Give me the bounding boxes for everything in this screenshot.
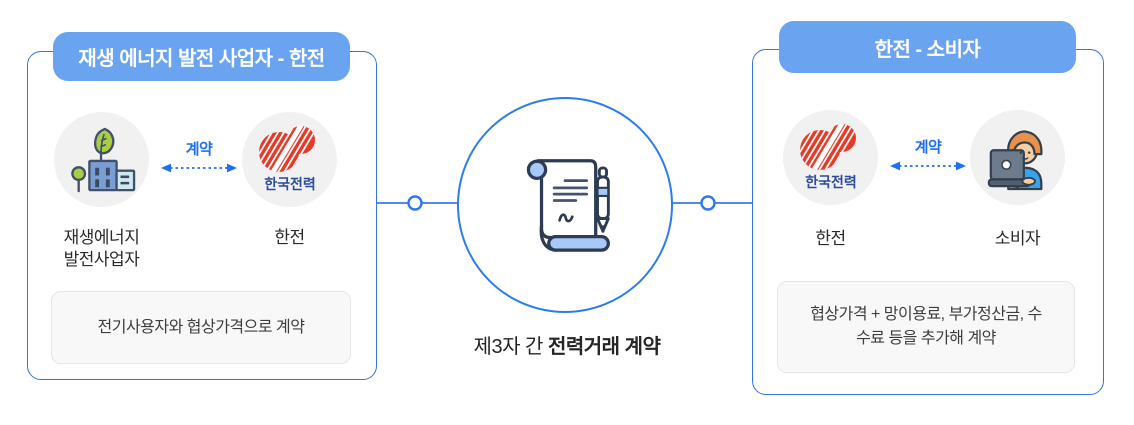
kepco-consumer-note: 협상가격 + 망이용료, 부가정산금, 수 수료 등을 추가해 계약 bbox=[777, 281, 1075, 373]
kepco-circle-left: 한국전력 bbox=[242, 112, 337, 207]
connector-node-left bbox=[407, 195, 423, 211]
double-arrow-dashed-icon bbox=[890, 161, 966, 171]
kepco-logo-text: 한국전력 bbox=[264, 176, 316, 192]
kepco-circle-right: 한국전력 bbox=[783, 110, 878, 205]
kepco-logo-icon: 한국전력 bbox=[258, 125, 316, 192]
kepco-consumer-relation: 계약 bbox=[884, 136, 972, 173]
consumer-laptop-icon bbox=[987, 129, 1042, 190]
kepco-label-left: 한전 bbox=[274, 228, 305, 247]
kepco-logo-icon: 한국전력 bbox=[799, 123, 857, 190]
kepco-label-right: 한전 bbox=[815, 229, 846, 248]
producer-kepco-card: 재생 에너지 발전 사업자 - 한전 bbox=[27, 32, 377, 380]
renewable-producer-label: 재생에너지 발전사업자 bbox=[63, 228, 140, 270]
consumer-label: 소비자 bbox=[994, 229, 1041, 248]
consumer-circle bbox=[970, 110, 1065, 205]
caption-regular-text: 제3자 간 bbox=[473, 336, 548, 358]
producer-kepco-card-title: 재생 에너지 발전 사업자 - 한전 bbox=[53, 32, 350, 81]
contract-scroll-icon bbox=[526, 159, 610, 252]
connector-node-right bbox=[700, 195, 716, 211]
contract-center-circle bbox=[457, 97, 673, 313]
caption-bold-text: 전력거래 계약 bbox=[547, 336, 661, 358]
producer-kepco-note: 전기사용자와 협상가격으로 계약 bbox=[51, 291, 351, 364]
kepco-consumer-card: 한전 - 소비자 한국전 bbox=[752, 21, 1104, 395]
renewable-producer-building-icon bbox=[70, 127, 135, 192]
center-caption: 제3자 간 전력거래 계약 bbox=[407, 330, 727, 359]
double-arrow-dashed-icon bbox=[161, 163, 237, 173]
producer-kepco-relation: 계약 bbox=[155, 138, 243, 175]
kepco-logo-text: 한국전력 bbox=[805, 174, 857, 190]
kepco-consumer-card-title: 한전 - 소비자 bbox=[779, 21, 1076, 73]
relation-label: 계약 bbox=[185, 141, 213, 158]
renewable-producer-circle bbox=[54, 112, 149, 207]
relation-label: 계약 bbox=[914, 139, 942, 156]
